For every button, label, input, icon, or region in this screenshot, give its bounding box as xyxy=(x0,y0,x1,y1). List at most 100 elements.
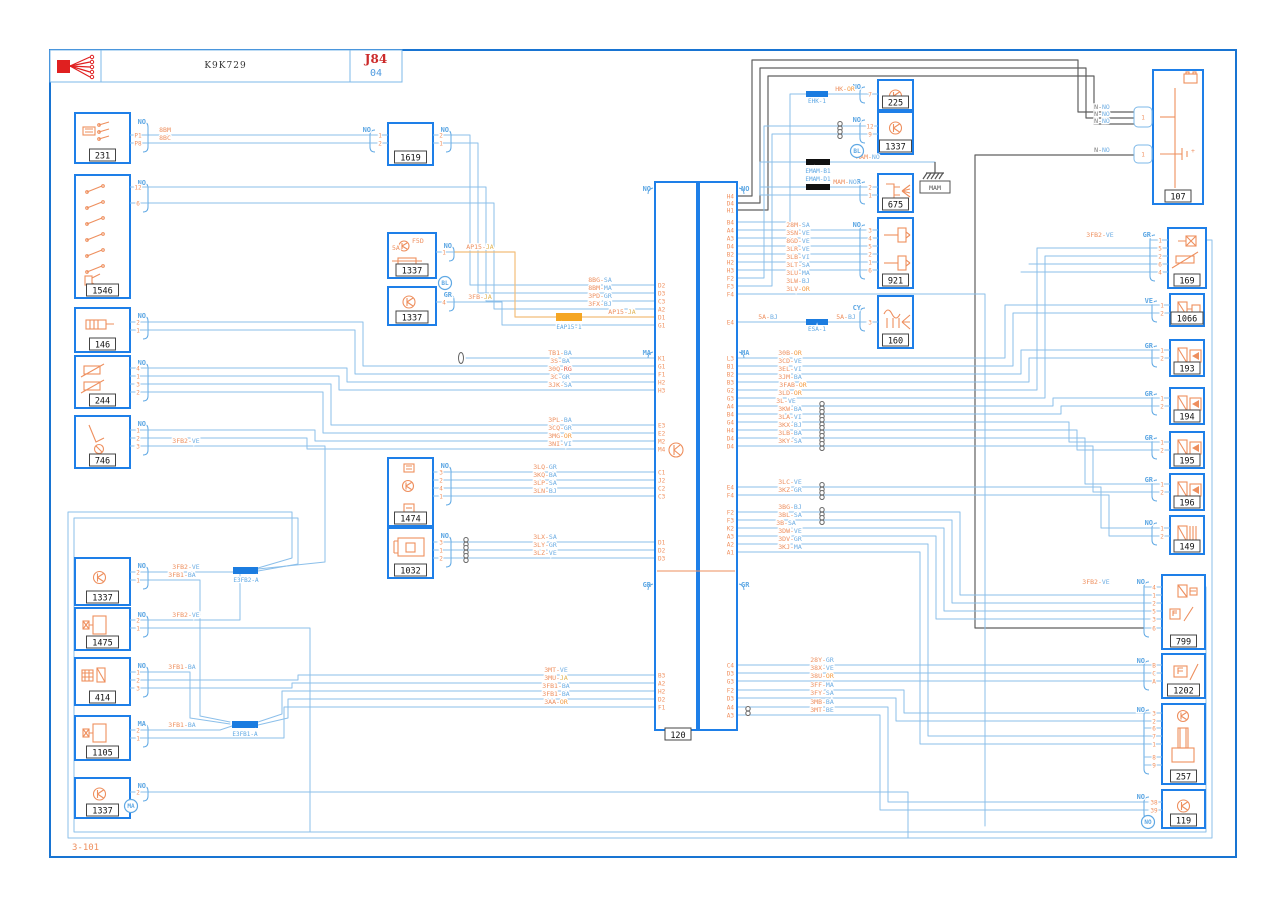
svg-text:38: 38 xyxy=(1150,800,1158,807)
svg-text:G1: G1 xyxy=(658,364,666,371)
wire xyxy=(736,445,1153,493)
svg-text:BL: BL xyxy=(441,280,449,287)
svg-text:1: 1 xyxy=(1160,482,1164,489)
svg-text:1: 1 xyxy=(442,250,446,257)
svg-text:2: 2 xyxy=(1158,254,1162,261)
splices: EHK-1ESA-1EAP15-1EMAM-B1EMAM-D1E3FB2-AE3… xyxy=(231,91,832,739)
svg-text:1: 1 xyxy=(439,548,443,555)
wire xyxy=(759,161,936,173)
svg-text:2: 2 xyxy=(136,618,140,625)
svg-text:5: 5 xyxy=(868,244,872,251)
wire xyxy=(736,519,1145,604)
wire xyxy=(736,714,1145,811)
svg-text:2: 2 xyxy=(1160,490,1164,497)
svg-text:B2: B2 xyxy=(727,252,735,259)
svg-text:9: 9 xyxy=(868,132,872,139)
wire xyxy=(257,698,656,726)
svg-text:HK-OR: HK-OR xyxy=(835,85,855,93)
svg-text:E2: E2 xyxy=(658,431,666,438)
svg-text:3FY-SA: 3FY-SA xyxy=(810,689,834,697)
svg-text:NO: NO xyxy=(441,532,449,540)
svg-text:2: 2 xyxy=(439,556,443,563)
svg-text:MA: MA xyxy=(127,803,135,810)
svg-text:NO: NO xyxy=(138,782,146,790)
svg-text:B1: B1 xyxy=(727,364,735,371)
svg-text:EAP15-1: EAP15-1 xyxy=(556,324,582,331)
svg-text:ESA-1: ESA-1 xyxy=(808,326,826,333)
svg-text:3: 3 xyxy=(868,320,872,327)
svg-text:GR: GR xyxy=(1145,342,1154,350)
svg-text:5: 5 xyxy=(1152,609,1156,616)
svg-text:3AA-OR: 3AA-OR xyxy=(544,698,568,706)
svg-text:NO: NO xyxy=(138,179,146,187)
svg-text:1: 1 xyxy=(1160,440,1164,447)
wire xyxy=(737,59,1134,197)
svg-text:F1: F1 xyxy=(658,372,666,379)
splice-EMAM-D1: EMAM-D1 xyxy=(804,175,832,190)
svg-text:H2: H2 xyxy=(658,689,666,696)
wire xyxy=(736,125,861,279)
svg-text:NO: NO xyxy=(138,312,146,320)
svg-text:1337: 1337 xyxy=(92,807,112,817)
svg-text:NO: NO xyxy=(1137,657,1145,665)
svg-text:1337: 1337 xyxy=(92,594,112,604)
svg-text:3LP-SA: 3LP-SA xyxy=(533,479,557,487)
svg-text:F4: F4 xyxy=(727,292,735,299)
svg-text:MA: MA xyxy=(643,349,652,357)
svg-text:38U-OR: 38U-OR xyxy=(810,672,834,680)
svg-text:3FX-BJ: 3FX-BJ xyxy=(588,300,612,308)
svg-text:5A: 5A xyxy=(392,244,400,252)
wire xyxy=(736,494,1153,537)
svg-text:2: 2 xyxy=(136,678,140,685)
wire xyxy=(736,304,1153,359)
wire xyxy=(147,706,656,739)
wire xyxy=(147,383,656,426)
svg-text:1: 1 xyxy=(136,374,140,381)
svg-text:1619: 1619 xyxy=(400,154,420,164)
svg-text:1: 1 xyxy=(1152,593,1156,600)
svg-text:D4: D4 xyxy=(727,444,735,451)
svg-text:3CD-VE: 3CD-VE xyxy=(778,357,802,365)
svg-text:1: 1 xyxy=(1141,152,1145,159)
wire-labels: 8BM8BC8BG-SA8BM-MA3PD-GR3FX-BJAP15-JAAP1… xyxy=(158,84,1115,731)
svg-text:231: 231 xyxy=(95,152,110,162)
svg-text:244: 244 xyxy=(95,397,110,407)
svg-text:3DW-VE: 3DW-VE xyxy=(778,527,802,535)
svg-text:2: 2 xyxy=(1152,719,1156,726)
svg-text:2: 2 xyxy=(439,478,443,485)
svg-text:3LB-BA: 3LB-BA xyxy=(778,429,802,437)
svg-text:3KZ-GR: 3KZ-GR xyxy=(778,486,802,494)
svg-text:6: 6 xyxy=(1158,262,1162,269)
svg-text:1: 1 xyxy=(1152,742,1156,749)
svg-text:GR: GR xyxy=(444,291,453,299)
svg-text:F5D: F5D xyxy=(412,237,424,245)
svg-text:12: 12 xyxy=(866,124,874,131)
wire xyxy=(147,579,231,723)
svg-text:D3: D3 xyxy=(658,291,666,298)
svg-text:AP15-JA: AP15-JA xyxy=(466,243,493,251)
svg-text:G4: G4 xyxy=(727,420,735,427)
svg-text:3MU-JA: 3MU-JA xyxy=(544,674,568,682)
svg-text:1546: 1546 xyxy=(92,287,112,297)
svg-text:B: B xyxy=(1152,663,1156,670)
svg-text:F3: F3 xyxy=(727,518,735,525)
svg-text:H2: H2 xyxy=(658,380,666,387)
svg-text:3LB-VI: 3LB-VI xyxy=(786,253,810,261)
svg-text:3: 3 xyxy=(1152,617,1156,624)
svg-text:A4: A4 xyxy=(727,228,735,235)
svg-text:1202: 1202 xyxy=(1173,687,1193,697)
wire xyxy=(736,312,1153,367)
svg-text:3: 3 xyxy=(136,382,140,389)
svg-text:799: 799 xyxy=(1176,638,1191,648)
engine-code: K9K729 xyxy=(204,61,247,71)
wire xyxy=(974,154,1144,629)
wire xyxy=(737,75,1134,211)
svg-text:3C-GR: 3C-GR xyxy=(550,373,570,381)
svg-text:196: 196 xyxy=(1179,499,1194,509)
svg-text:MA: MA xyxy=(741,349,750,357)
